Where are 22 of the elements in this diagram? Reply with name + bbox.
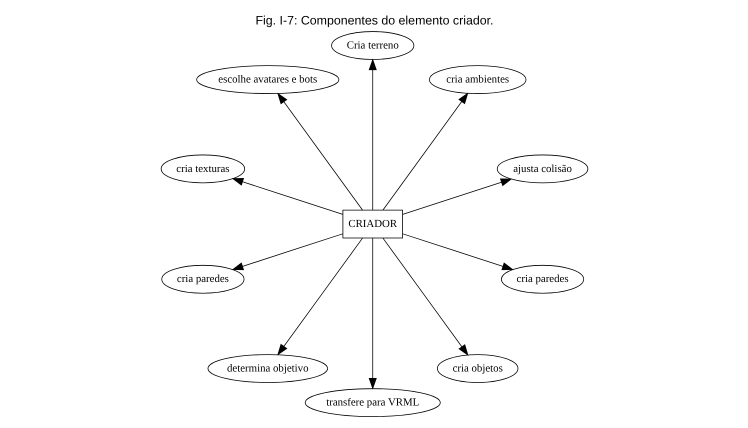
arrow xyxy=(231,178,343,215)
arrow xyxy=(382,238,468,356)
node-ellipse: escolhe avatares e bots xyxy=(196,65,339,94)
node-ellipse: Cria terreno xyxy=(330,31,414,60)
node-box: CRIADOR xyxy=(342,210,402,238)
arrow xyxy=(382,92,468,210)
node-ellipse: cria objetos xyxy=(436,354,518,383)
node-ellipse: determina objetivo xyxy=(207,354,328,383)
arrow xyxy=(231,233,343,270)
arrow xyxy=(276,238,362,356)
node-ellipse: transfere para VRML xyxy=(304,388,440,417)
diagram-title: Fig. I-7: Componentes do elemento criador. xyxy=(254,13,494,28)
node-ellipse: cria paredes xyxy=(500,264,584,294)
node-ellipse: cria ambientes xyxy=(428,65,526,94)
node-ellipse: cria texturas xyxy=(160,154,245,184)
arrow xyxy=(276,92,362,210)
arrow xyxy=(402,233,514,270)
node-ellipse: cria paredes xyxy=(160,264,244,294)
arrow xyxy=(368,58,376,210)
arrow xyxy=(402,178,512,215)
node-ellipse: ajusta colisão xyxy=(496,154,588,184)
arrow xyxy=(368,238,376,390)
